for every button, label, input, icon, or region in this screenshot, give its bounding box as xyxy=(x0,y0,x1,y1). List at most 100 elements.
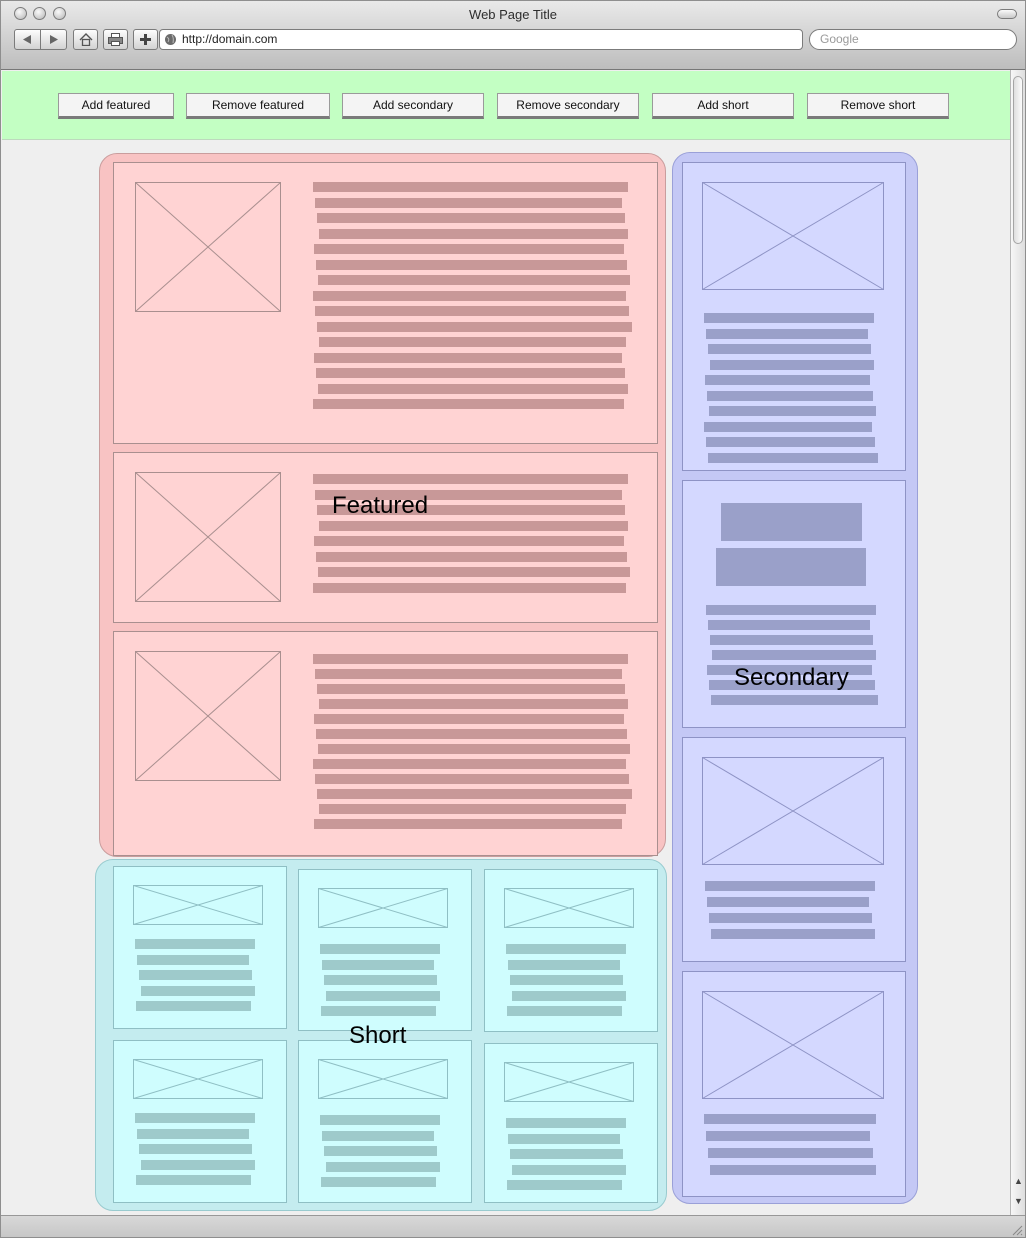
text-line-placeholder xyxy=(316,551,627,562)
search-field[interactable]: Google xyxy=(809,29,1017,50)
text-line-placeholder xyxy=(709,913,872,923)
add-tab-button[interactable] xyxy=(133,29,158,50)
remove-short-button[interactable]: Remove short xyxy=(807,93,949,119)
search-placeholder: Google xyxy=(820,32,859,46)
text-line-placeholder xyxy=(506,1118,626,1128)
text-line-placeholder xyxy=(709,406,876,416)
secondary-card xyxy=(682,737,906,962)
text-line-placeholder xyxy=(316,368,625,378)
secondary-label: Secondary xyxy=(734,664,849,691)
globe-icon xyxy=(164,33,177,52)
text-line-placeholder xyxy=(507,1180,622,1190)
text-line-placeholder xyxy=(317,213,625,223)
text-line-placeholder xyxy=(137,954,249,965)
image-placeholder xyxy=(504,888,634,928)
add-featured-button[interactable]: Add featured xyxy=(58,93,174,119)
image-placeholder xyxy=(702,757,884,865)
text-line-placeholder xyxy=(314,819,622,829)
short-card xyxy=(113,866,287,1029)
text-line-placeholder xyxy=(510,1149,623,1159)
text-line-placeholder xyxy=(507,1006,622,1016)
toolbar-toggle[interactable] xyxy=(997,9,1017,19)
text-line-placeholder xyxy=(317,684,625,694)
remove-featured-button[interactable]: Remove featured xyxy=(186,93,330,119)
status-bar xyxy=(1,1215,1025,1237)
text-line-placeholder xyxy=(322,959,434,970)
text-line-placeholder xyxy=(510,975,623,985)
text-line-placeholder xyxy=(320,944,440,954)
text-line-placeholder xyxy=(707,665,872,675)
text-line-placeholder xyxy=(708,344,871,354)
title-bar: Web Page Title xyxy=(1,1,1025,70)
text-line-placeholder xyxy=(136,1001,251,1011)
image-placeholder xyxy=(135,472,281,602)
address-bar[interactable]: http://domain.com xyxy=(159,29,803,50)
text-line-placeholder xyxy=(319,520,628,531)
scrollbar-thumb[interactable] xyxy=(1013,76,1023,244)
image-placeholder xyxy=(318,1059,448,1099)
text-line-placeholder xyxy=(326,1161,440,1172)
text-line-placeholder xyxy=(322,1130,434,1141)
text-line-placeholder xyxy=(326,990,440,1001)
add-short-button[interactable]: Add short xyxy=(652,93,794,119)
zoom-dot[interactable] xyxy=(53,7,66,20)
text-line-placeholder xyxy=(708,452,878,463)
back-arrow-icon[interactable] xyxy=(22,34,32,45)
text-line-placeholder xyxy=(316,259,627,270)
window-title: Web Page Title xyxy=(469,7,557,22)
forward-arrow-icon[interactable] xyxy=(49,34,59,45)
add-tab-icon xyxy=(139,33,152,46)
text-line-placeholder xyxy=(705,881,875,891)
secondary-card xyxy=(682,971,906,1197)
home-icon xyxy=(79,33,93,46)
text-line-placeholder xyxy=(319,804,626,814)
image-placeholder xyxy=(135,182,281,312)
scroll-up-arrow-icon[interactable]: ▲ xyxy=(1014,1176,1023,1186)
text-line-placeholder xyxy=(315,774,629,784)
minimize-dot[interactable] xyxy=(33,7,46,20)
text-line-placeholder xyxy=(314,536,624,546)
text-line-placeholder xyxy=(141,985,255,996)
featured-region: Featured xyxy=(99,153,666,857)
text-line-placeholder xyxy=(318,744,630,754)
short-card xyxy=(298,1040,472,1203)
text-line-placeholder xyxy=(314,714,624,724)
text-line-placeholder xyxy=(706,328,868,339)
text-line-placeholder xyxy=(313,474,628,484)
text-line-placeholder xyxy=(318,383,628,394)
text-line-placeholder xyxy=(313,582,626,593)
text-line-placeholder xyxy=(711,929,875,939)
text-line-placeholder xyxy=(313,399,624,409)
text-line-placeholder xyxy=(313,182,628,192)
text-line-placeholder xyxy=(706,437,875,447)
text-line-placeholder xyxy=(708,1148,873,1158)
text-line-placeholder xyxy=(321,1177,436,1187)
resize-grip-icon[interactable] xyxy=(1011,1223,1023,1237)
scroll-down-arrow-icon[interactable]: ▼ xyxy=(1014,1196,1023,1206)
add-secondary-button[interactable]: Add secondary xyxy=(342,93,484,119)
text-line-placeholder xyxy=(710,359,874,370)
close-dot[interactable] xyxy=(14,7,27,20)
image-placeholder xyxy=(135,651,281,781)
print-button[interactable] xyxy=(103,29,128,50)
text-line-placeholder xyxy=(315,197,622,208)
home-button[interactable] xyxy=(73,29,98,50)
text-line-placeholder xyxy=(137,1128,249,1139)
text-line-placeholder xyxy=(135,1113,255,1123)
short-card xyxy=(298,869,472,1031)
remove-secondary-button[interactable]: Remove secondary xyxy=(497,93,639,119)
text-line-placeholder xyxy=(320,1115,440,1125)
text-line-placeholder xyxy=(324,1146,437,1156)
short-region: Short xyxy=(95,859,667,1211)
image-block-placeholder xyxy=(721,503,862,541)
text-line-placeholder xyxy=(708,620,870,630)
text-line-placeholder xyxy=(709,680,875,690)
text-line-placeholder xyxy=(136,1175,251,1185)
text-line-placeholder xyxy=(512,1164,626,1175)
vertical-scrollbar[interactable]: ▲ ▼ xyxy=(1010,70,1025,1215)
featured-card xyxy=(113,162,658,444)
short-label: Short xyxy=(349,1022,407,1049)
text-line-placeholder xyxy=(508,959,620,970)
action-toolbar: Add featured Remove featured Add seconda… xyxy=(2,71,1010,140)
short-card xyxy=(113,1040,287,1203)
